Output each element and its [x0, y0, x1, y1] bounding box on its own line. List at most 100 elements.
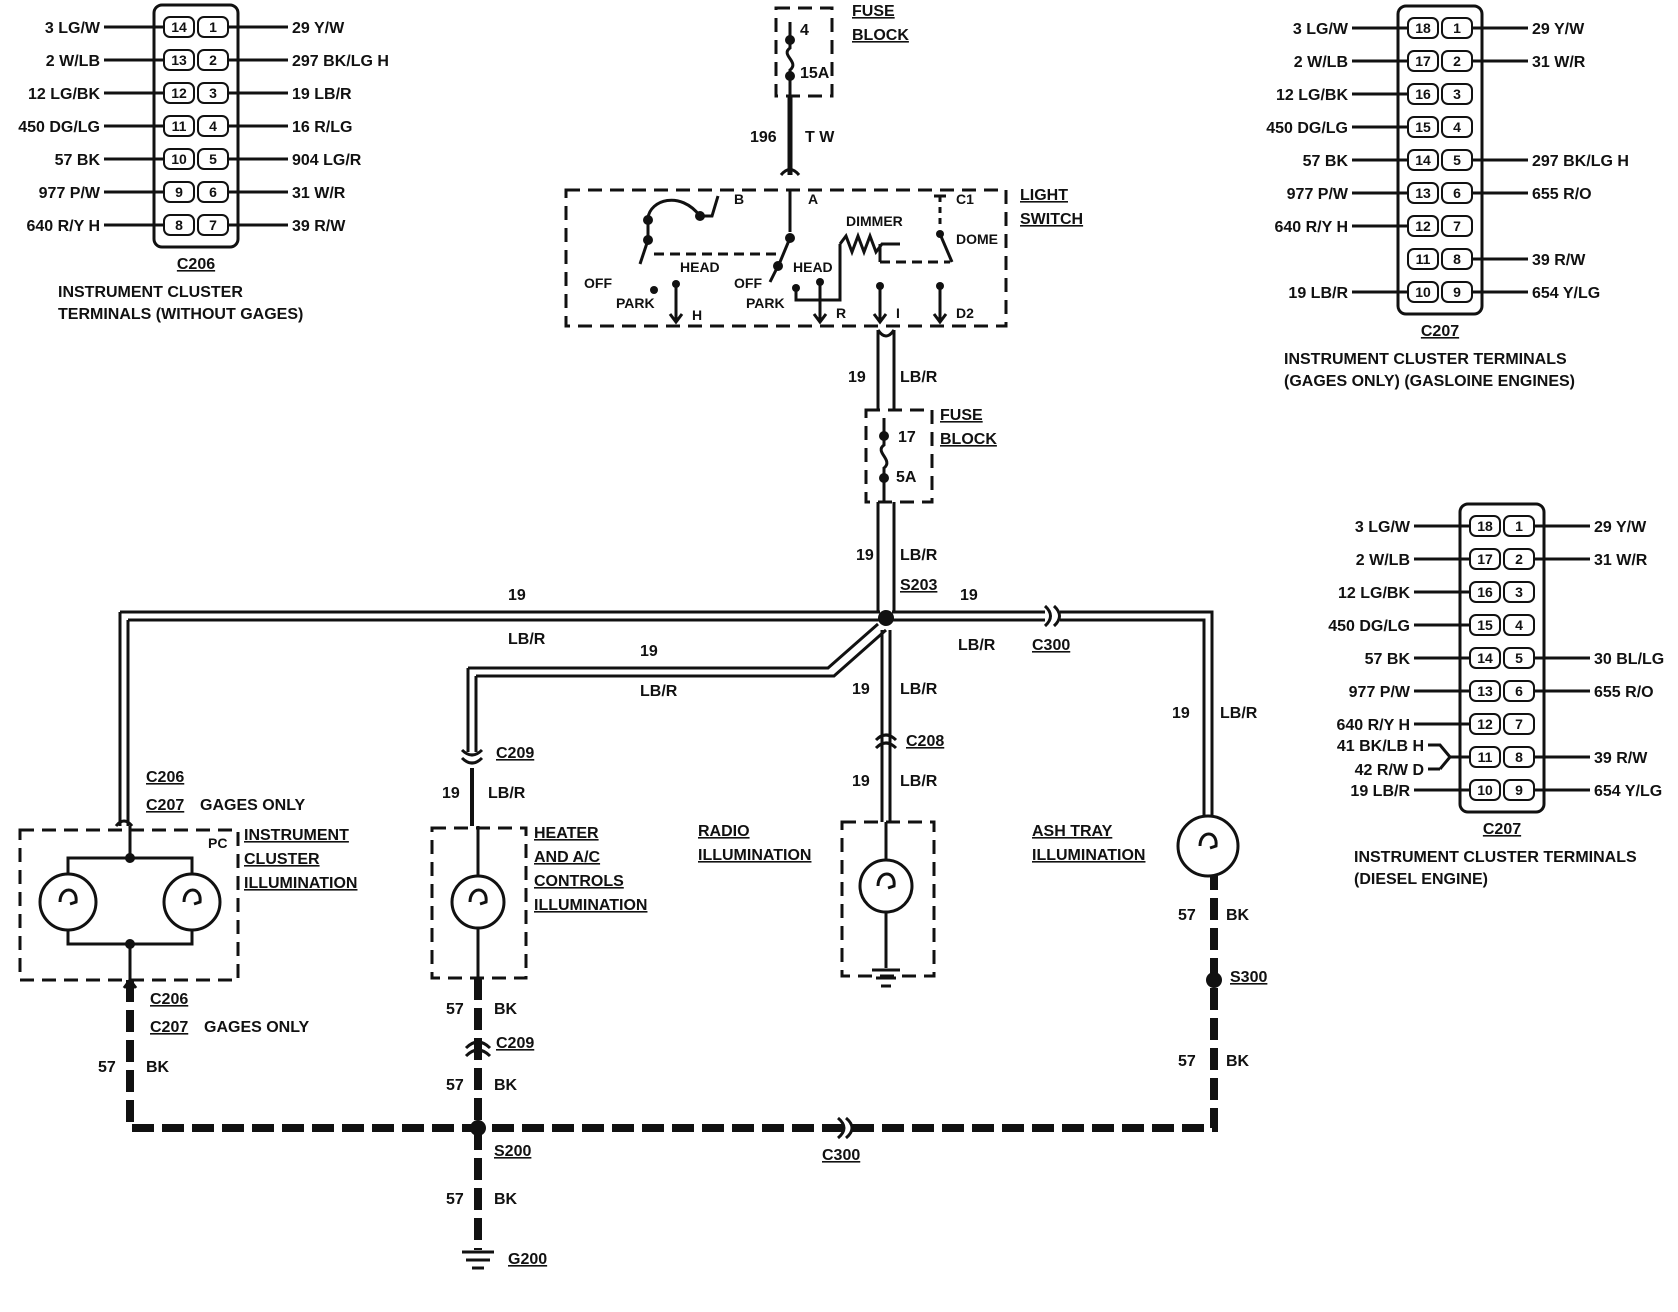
terminal-pin-number: 12 [1477, 716, 1493, 732]
bulb-filament [182, 888, 202, 906]
wire-19-color: LB/R [900, 773, 938, 790]
switch-park-1: PARK [616, 295, 655, 311]
wire-19-heater-drop [466, 668, 478, 752]
wire-19-heater-branch [468, 622, 887, 678]
terminal-pin-number: 1 [209, 19, 217, 35]
terminal-pin-number: 7 [209, 217, 217, 233]
ash-tray-label: ASH TRAY [1032, 823, 1113, 840]
fuse-top-terminal [785, 71, 795, 81]
splice-s203-label: S203 [900, 577, 937, 594]
heater-label: ILLUMINATION [534, 897, 647, 914]
connector-name: C207 [1421, 323, 1459, 340]
terminal-wire-label: 977 P/W [39, 185, 101, 202]
terminal-wire-label: 30 BL/LG [1594, 651, 1664, 668]
terminal-pin-number: 1 [1453, 20, 1461, 36]
wire-19-cluster-drop [118, 612, 130, 826]
terminal-wire-label: 904 LG/R [292, 152, 362, 169]
terminal-cavity [1441, 83, 1473, 105]
terminal-pin-number: 8 [1515, 749, 1523, 765]
terminal-wire-label: 57 BK [1303, 153, 1349, 170]
switch-h-arrow [668, 313, 684, 325]
wire-19-bus-left [120, 610, 880, 622]
terminal-pin-number: 7 [1515, 716, 1523, 732]
terminal-pin-number: 10 [171, 151, 187, 167]
terminal-pin-number: 12 [1415, 218, 1431, 234]
switch-blade [638, 239, 650, 265]
terminal-wire-label: 2 W/LB [1294, 54, 1348, 71]
fuse-top-box [774, 6, 834, 98]
ground-g200-label: G200 [508, 1251, 547, 1268]
wire-57-color: BK [1226, 1053, 1250, 1070]
ash-tray-label: ILLUMINATION [1032, 847, 1145, 864]
terminal-wire-label: 12 LG/BK [1276, 87, 1348, 104]
terminal-pin-number: 4 [1453, 119, 1461, 135]
terminal-caption: INSTRUMENT CLUSTER TERMINALS [1354, 849, 1637, 866]
switch-head-2: HEAD [793, 259, 833, 275]
connector-c208: C208 [906, 733, 944, 750]
light-switch-box [564, 188, 1008, 328]
fuse-block-top: 4 15A FUSE BLOCK [774, 3, 909, 98]
terminal-pin-number: 18 [1477, 518, 1493, 534]
wire-19-color: LB/R [508, 631, 546, 648]
terminal-wire-label: 31 W/R [292, 185, 346, 202]
switch-off-2: OFF [734, 275, 762, 291]
wire-57-circuit: 57 [446, 1077, 464, 1094]
bulb-filament [1198, 832, 1218, 850]
instrument-cluster-illumination: PC INSTRUMENT CLUSTER ILLUMINATION [18, 826, 357, 982]
switch-pin-d2: D2 [956, 305, 974, 321]
terminal-pin-number: 2 [209, 52, 217, 68]
cluster-node [125, 939, 135, 949]
terminal-pin-number: 1 [1515, 518, 1523, 534]
wire-19-color: LB/R [640, 683, 678, 700]
fuse-top-rating: 15A [800, 65, 830, 82]
terminal-pin-number: 17 [1415, 53, 1431, 69]
terminal-pin-number: 8 [175, 217, 183, 233]
connector-symbol [876, 329, 896, 338]
switch-blade [768, 265, 780, 283]
terminal-pin-number: 3 [1515, 584, 1523, 600]
terminal-wire-label: 39 R/W [1532, 252, 1586, 269]
terminal-pin-number: 17 [1477, 551, 1493, 567]
fuse-mid-element [879, 418, 889, 502]
connector-c300-bottom-symbol [836, 1116, 854, 1140]
splice-s203 [878, 610, 894, 626]
heater-controls-illumination: HEATER AND A/C CONTROLS ILLUMINATION [430, 825, 647, 980]
terminal-pin-number: 11 [1478, 749, 1493, 765]
wire-57-color: BK [146, 1059, 170, 1076]
dimmer-resistor [838, 231, 900, 257]
connector-c206-bottom: C206 [150, 991, 188, 1008]
wire-19-color: LB/R [900, 681, 938, 698]
terminal-pin-number: 11 [172, 118, 187, 134]
bulb-filament [58, 888, 78, 906]
splice-s200 [470, 1120, 486, 1136]
terminal-wire-label: 57 BK [55, 152, 101, 169]
terminal-pin-number: 18 [1415, 20, 1431, 36]
terminal-pin-number: 14 [1477, 650, 1493, 666]
instrument-cluster-label: ILLUMINATION [244, 875, 357, 892]
terminal-pin-number: 10 [1477, 782, 1493, 798]
wire-19-harness [876, 502, 896, 612]
wire-19-circuit: 19 [852, 773, 870, 790]
dimmer-lead [820, 244, 842, 302]
wire-19-color: LB/R [958, 637, 996, 654]
terminal-pin-number: 12 [171, 85, 187, 101]
terminal-pin-number: 9 [1453, 284, 1461, 300]
terminal-pin-number: 3 [209, 85, 217, 101]
switch-r-arrow [812, 313, 828, 325]
terminal-pin-number: 10 [1415, 284, 1431, 300]
terminal-cavity [1503, 614, 1535, 636]
switch-d2-arrow [932, 313, 948, 325]
light-switch-label: SWITCH [1020, 211, 1083, 228]
connector-c209-bottom: C209 [496, 1035, 534, 1052]
wire-19-circuit: 19 [1172, 705, 1190, 722]
terminal-pin-number: 15 [1477, 617, 1493, 633]
radio-label: ILLUMINATION [698, 847, 811, 864]
connector-c209-top-symbol [460, 748, 484, 765]
fuse-top-label: FUSE [852, 3, 895, 20]
fuse-top-terminal [785, 35, 795, 45]
wire-57-circuit: 57 [98, 1059, 116, 1076]
connector-symbol [114, 819, 134, 827]
bulb-icon [38, 872, 98, 932]
connector-c209-bottom-symbol [464, 1040, 492, 1058]
